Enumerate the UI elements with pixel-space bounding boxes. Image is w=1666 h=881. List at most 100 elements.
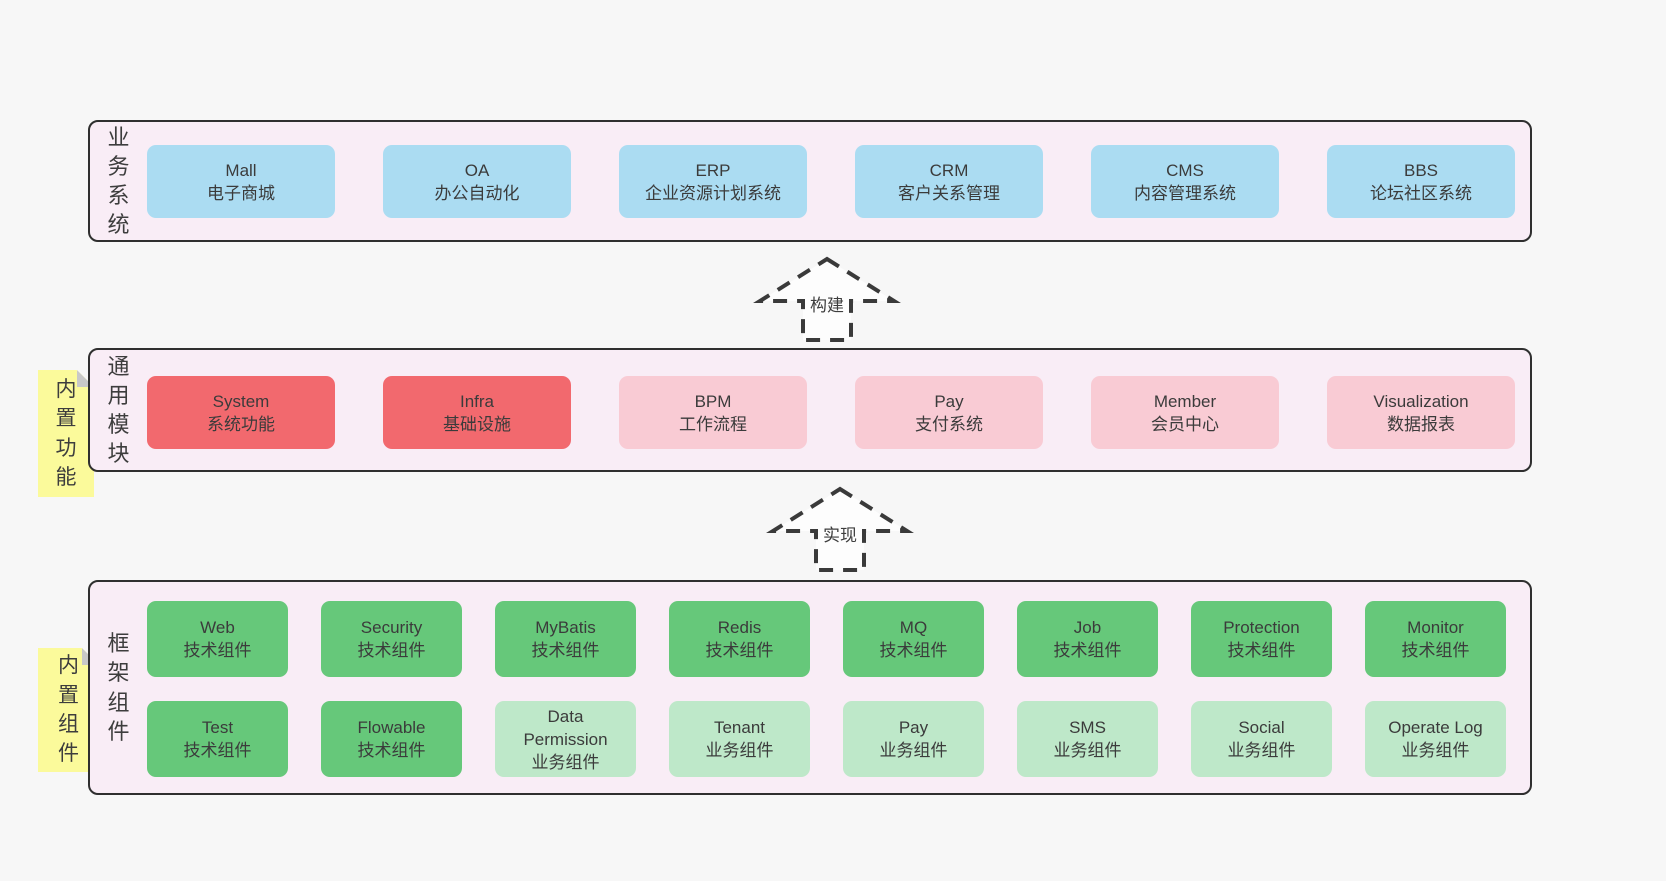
- note-text: 内置组件: [57, 654, 79, 766]
- box-subtitle: 客户关系管理: [898, 183, 1000, 203]
- box-title: Pay: [898, 718, 929, 737]
- box-title: Redis: [717, 618, 762, 637]
- box-title: Pay: [934, 391, 964, 411]
- module-box-pay: Pay 支付系统: [855, 376, 1043, 449]
- box-subtitle: 技术组件: [1401, 641, 1470, 660]
- box-title: Security: [360, 618, 423, 637]
- module-box-bpm: BPM 工作流程: [619, 376, 807, 449]
- module-box-sms: SMS 业务组件: [1017, 701, 1158, 777]
- module-box-cms: CMS 内容管理系统: [1091, 145, 1279, 218]
- box-subtitle: 技术组件: [705, 641, 774, 660]
- box-subtitle: 技术组件: [1053, 641, 1122, 660]
- box-title: Tenant: [713, 718, 766, 737]
- layer-components-side-label: 框架组件: [90, 582, 147, 793]
- box-title: Monitor: [1407, 618, 1464, 637]
- box-subtitle: 办公自动化: [434, 183, 520, 203]
- implement-up-arrow-icon: 实现: [765, 484, 915, 574]
- box-subtitle: 业务组件: [705, 741, 774, 760]
- build-up-arrow-icon: 构建: [752, 254, 902, 344]
- box-title: CMS: [1166, 160, 1204, 180]
- box-title: BBS: [1403, 160, 1439, 180]
- box-subtitle: 工作流程: [679, 414, 747, 434]
- box-title: Operate Log: [1388, 718, 1483, 737]
- module-box-visualization: Visualization 数据报表: [1327, 376, 1515, 449]
- module-box-bbs: BBS 论坛社区系统: [1327, 145, 1515, 218]
- box-title: MQ: [899, 618, 928, 637]
- box-subtitle: 技术组件: [531, 641, 600, 660]
- box-subtitle: 技术组件: [357, 641, 426, 660]
- box-title: BPM: [694, 391, 732, 411]
- box-subtitle: 论坛社区系统: [1370, 183, 1472, 203]
- box-title: Infra: [459, 391, 495, 411]
- box-subtitle: 电子商城: [207, 183, 275, 203]
- box-subtitle: 业务组件: [531, 752, 600, 772]
- box-subtitle: 支付系统: [915, 414, 983, 434]
- note-text: 内置功能: [55, 377, 77, 489]
- module-box-test: Test 技术组件: [147, 701, 288, 777]
- module-box-member: Member 会员中心: [1091, 376, 1279, 449]
- box-title: Web: [200, 618, 235, 637]
- box-subtitle: 技术组件: [183, 741, 252, 760]
- box-subtitle: 基础设施: [443, 414, 511, 434]
- box-subtitle: 企业资源计划系统: [645, 183, 781, 203]
- box-subtitle: 业务组件: [879, 741, 948, 760]
- arrow-label: 实现: [820, 521, 860, 546]
- module-box-social: Social 业务组件: [1191, 701, 1332, 777]
- box-title: Member: [1153, 391, 1217, 411]
- box-subtitle: 业务组件: [1227, 741, 1296, 760]
- module-box-mq: MQ 技术组件: [843, 601, 984, 677]
- box-subtitle: 业务组件: [1401, 741, 1470, 760]
- box-subtitle: 业务组件: [1053, 741, 1122, 760]
- box-title: Job: [1073, 618, 1102, 637]
- module-box-pay: Pay 业务组件: [843, 701, 984, 777]
- box-subtitle: 技术组件: [183, 641, 252, 660]
- box-title: Test: [201, 718, 234, 737]
- box-title: Flowable: [357, 718, 426, 737]
- layer-label-text: 业务系统: [107, 124, 130, 238]
- box-title: Visualization: [1373, 391, 1469, 411]
- module-box-security: Security 技术组件: [321, 601, 462, 677]
- module-box-mybatis: MyBatis 技术组件: [495, 601, 636, 677]
- box-subtitle: 会员中心: [1151, 414, 1219, 434]
- box-title: Protection: [1223, 618, 1300, 637]
- module-box-data-permission: Data Permission 业务组件: [495, 701, 636, 777]
- box-title: CRM: [929, 160, 969, 180]
- module-box-redis: Redis 技术组件: [669, 601, 810, 677]
- module-box-tenant: Tenant 业务组件: [669, 701, 810, 777]
- module-box-oa: OA 办公自动化: [383, 145, 571, 218]
- module-box-mall: Mall 电子商城: [147, 145, 335, 218]
- box-subtitle: 技术组件: [879, 641, 948, 660]
- box-title: Data Permission: [523, 706, 608, 749]
- layer-modules-side-label: 通用模块: [90, 350, 147, 470]
- box-subtitle: 技术组件: [357, 741, 426, 760]
- module-box-crm: CRM 客户关系管理: [855, 145, 1043, 218]
- sticky-note-builtin-features: 内置功能: [38, 370, 94, 497]
- box-title: Mall: [225, 160, 257, 180]
- module-box-web: Web 技术组件: [147, 601, 288, 677]
- box-title: Social: [1238, 718, 1285, 737]
- box-title: OA: [464, 160, 490, 180]
- box-subtitle: 数据报表: [1387, 414, 1455, 434]
- module-box-flowable: Flowable 技术组件: [321, 701, 462, 777]
- layer-label-text: 框架组件: [107, 631, 130, 744]
- module-box-operate-log: Operate Log 业务组件: [1365, 701, 1506, 777]
- module-box-infra: Infra 基础设施: [383, 376, 571, 449]
- box-title: MyBatis: [535, 618, 596, 637]
- module-box-job: Job 技术组件: [1017, 601, 1158, 677]
- box-subtitle: 内容管理系统: [1134, 183, 1236, 203]
- layer-business-side-label: 业务系统: [90, 122, 147, 240]
- box-title: SMS: [1069, 718, 1106, 737]
- box-title: System: [212, 391, 270, 411]
- module-box-monitor: Monitor 技术组件: [1365, 601, 1506, 677]
